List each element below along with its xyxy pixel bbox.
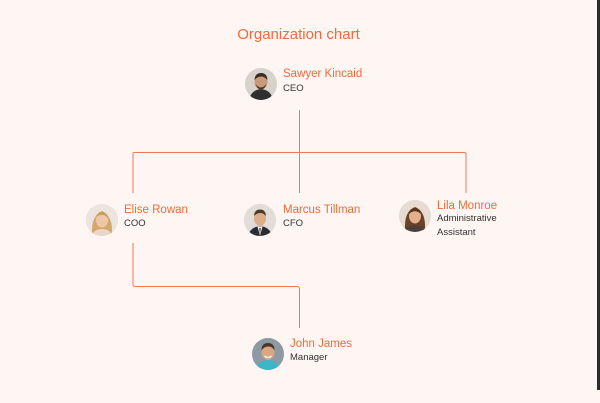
- avatar-lila-monroe: [399, 200, 431, 232]
- avatar-elise-rowan: [86, 204, 118, 236]
- person-photo-icon: [252, 338, 284, 370]
- person-photo-icon: [245, 68, 277, 100]
- name-john-james: John James: [290, 338, 353, 350]
- avatar-marcus-tillman: [244, 204, 276, 236]
- chart-title: Organization chart: [237, 26, 360, 43]
- connector-elise-to-turn: [132, 243, 300, 328]
- person-photo-icon: [399, 200, 431, 232]
- avatar-sawyer-kincaid: [245, 68, 277, 100]
- name-sawyer-kincaid: Sawyer Kincaid: [283, 68, 363, 80]
- person-photo-icon: [86, 204, 118, 236]
- role-john-james: Manager: [290, 352, 328, 363]
- name-marcus-tillman: Marcus Tillman: [283, 204, 361, 216]
- org-chart-canvas: Organization chart Sawyer Kincaid CEO: [86, 26, 498, 370]
- name-elise-rowan: Elise Rowan: [124, 204, 188, 216]
- person-photo-icon: [244, 204, 276, 236]
- window-edge: [597, 0, 600, 390]
- role-elise-rowan: COO: [124, 218, 146, 229]
- role-lila-monroe: Administrative Assistant: [437, 213, 497, 238]
- role-sawyer-kincaid: CEO: [283, 83, 304, 94]
- role-marcus-tillman: CFO: [283, 218, 304, 229]
- name-lila-monroe: Lila Monroe: [437, 200, 498, 212]
- connector-lines: [132, 110, 467, 328]
- avatar-john-james: [252, 338, 284, 370]
